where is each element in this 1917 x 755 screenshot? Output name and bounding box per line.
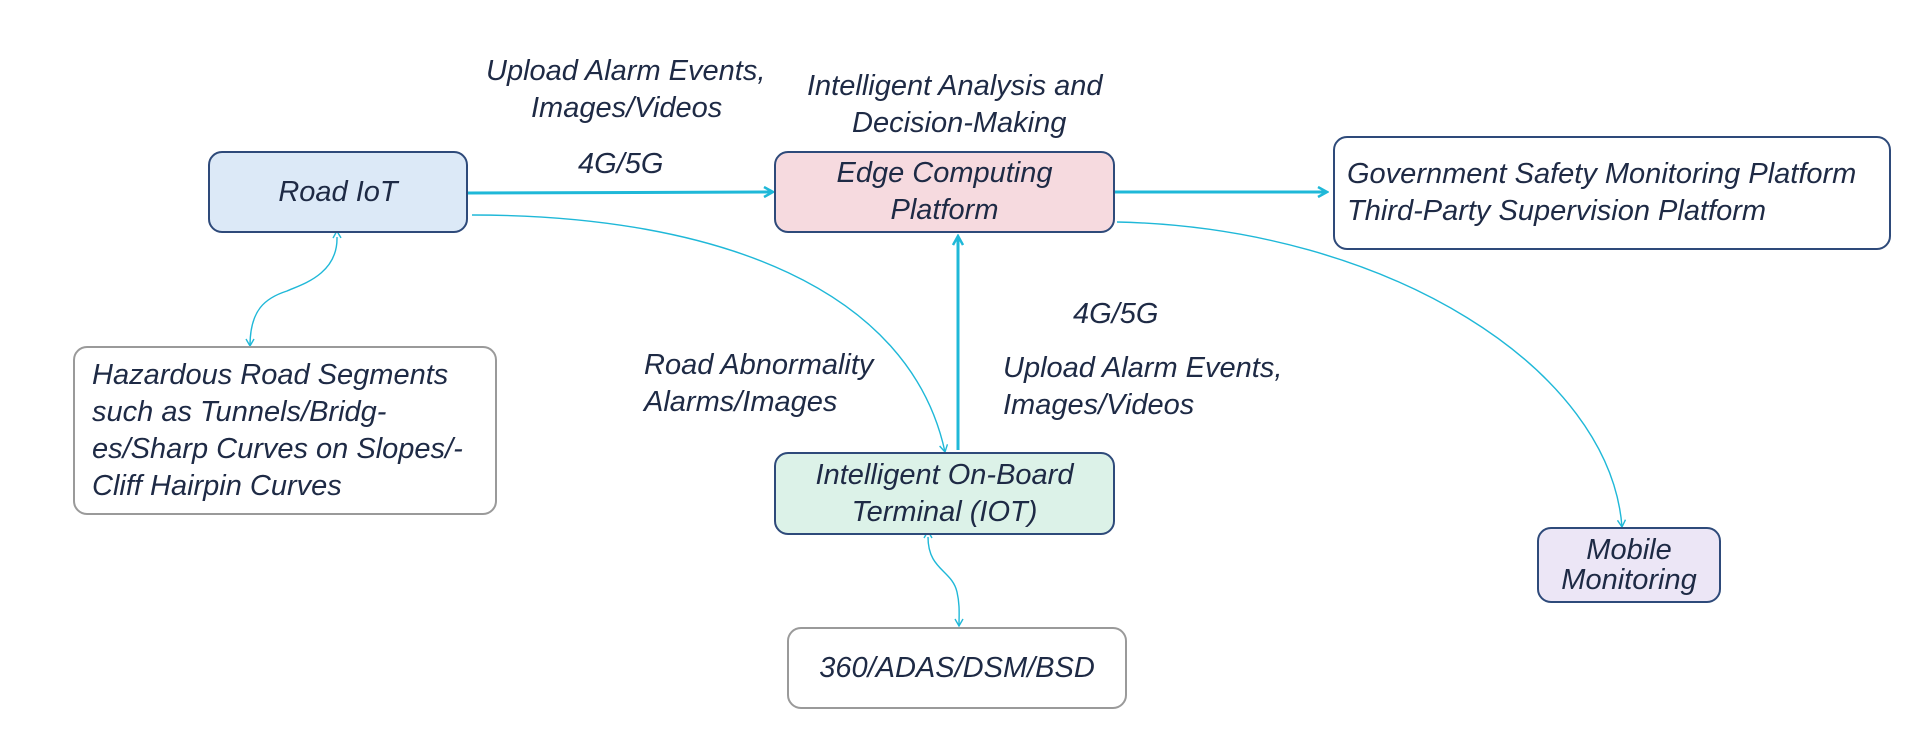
terminal-node: Intelligent On-Board Terminal (IOT) xyxy=(774,452,1115,535)
upload-top-line1: Upload Alarm Events, xyxy=(486,55,766,87)
road-iot-label: Road IoT xyxy=(278,175,398,208)
road-alarm-line2: Alarms/Images xyxy=(644,386,838,418)
upload-top-line2: Images/Videos xyxy=(531,92,723,124)
road-alarm-line1: Road Abnormality xyxy=(644,349,874,381)
arrow-roadiot-hazard xyxy=(245,229,342,348)
arrow-terminal-sensors xyxy=(923,529,964,628)
gov-platform-node: Government Safety Monitoring Platform Th… xyxy=(1333,136,1891,250)
arrow-edge-to-mobile xyxy=(1116,221,1627,529)
edge-platform-node: Edge Computing Platform xyxy=(774,151,1115,233)
mobile-node: Mobile Monitoring xyxy=(1537,527,1721,603)
analysis-line2: Decision-Making xyxy=(852,107,1067,139)
arrow-roadiot-to-edge xyxy=(467,192,772,193)
hazard-label: Hazardous Road Segments such as Tunnels/… xyxy=(92,358,463,502)
edge-platform-label: Edge Computing Platform xyxy=(836,157,1053,226)
gov-platform-label: Government Safety Monitoring Platform Th… xyxy=(1347,158,1857,227)
network-mid-label: 4G/5G xyxy=(1073,298,1159,330)
sensors-node: 360/ADAS/DSM/BSD xyxy=(787,627,1127,709)
road-iot-node: Road IoT xyxy=(208,151,468,233)
terminal-label: Intelligent On-Board Terminal (IOT) xyxy=(815,458,1074,528)
hazard-node: Hazardous Road Segments such as Tunnels/… xyxy=(73,346,497,515)
mobile-label: Mobile Monitoring xyxy=(1561,534,1697,596)
analysis-line1: Intelligent Analysis and xyxy=(807,70,1103,102)
arrow-roadiot-to-terminal xyxy=(471,214,949,454)
upload-mid-line1: Upload Alarm Events, xyxy=(1003,352,1283,384)
upload-mid-line2: Images/Videos xyxy=(1003,389,1195,421)
network-top-label: 4G/5G xyxy=(578,148,664,180)
sensors-label: 360/ADAS/DSM/BSD xyxy=(819,651,1095,684)
